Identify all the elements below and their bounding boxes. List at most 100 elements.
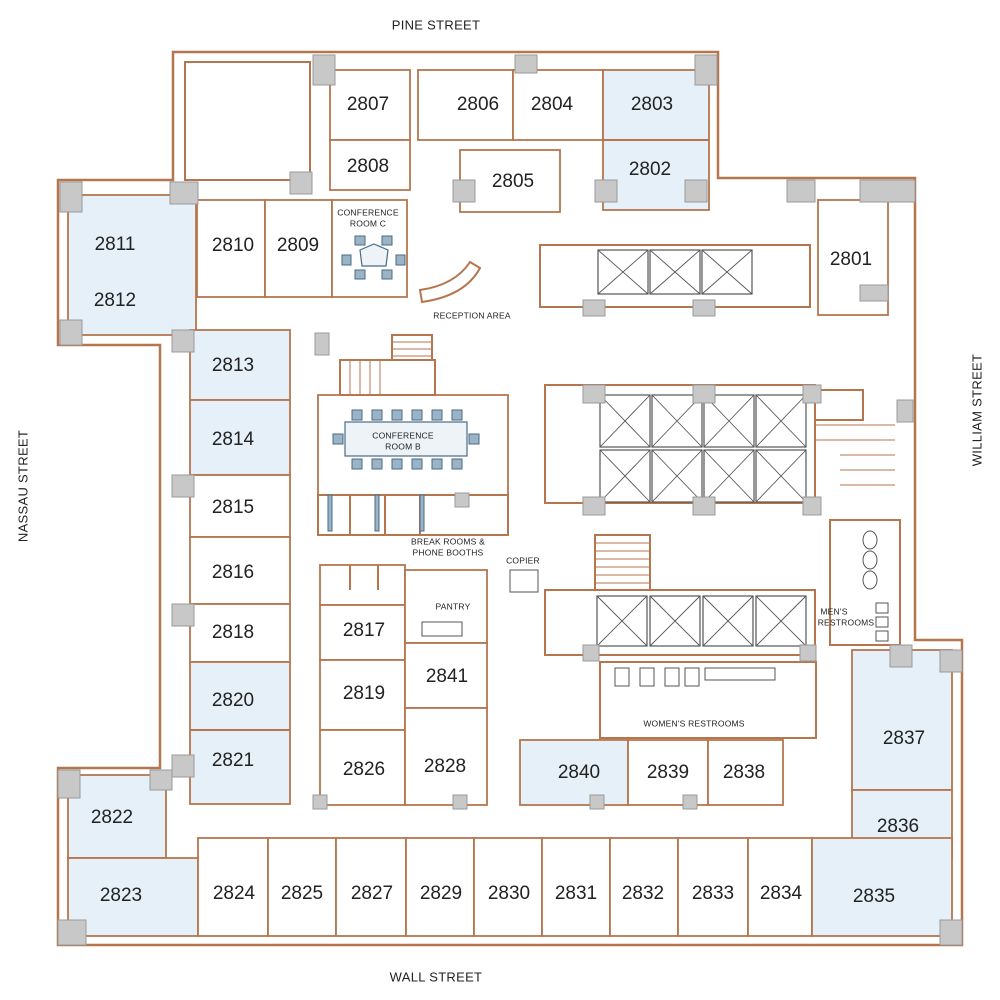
room-2823-shape [67, 857, 199, 937]
copier-machine [509, 569, 539, 593]
room-2822-label[interactable]: 2822 [91, 807, 133, 828]
break-rooms-label-line1: BREAK ROOMS & [411, 536, 485, 546]
room-2830-label[interactable]: 2830 [488, 883, 530, 904]
conference-b-label-line1: CONFERENCE [372, 430, 434, 440]
room-2840-label[interactable]: 2840 [558, 762, 600, 783]
room-2829-label[interactable]: 2829 [420, 883, 462, 904]
elevator-bank-north [539, 244, 811, 308]
room-2828-label[interactable]: 2828 [424, 756, 466, 777]
womens-fixtures [614, 667, 776, 687]
room-2826-label[interactable]: 2826 [343, 759, 385, 780]
room-2814-label[interactable]: 2814 [212, 429, 255, 450]
womens-restrooms-label: WOMEN'S RESTROOMS [643, 718, 744, 728]
room-2835-shape [811, 837, 953, 937]
pantry-label: PANTRY [436, 601, 471, 611]
room-2841-label[interactable]: 2841 [426, 666, 468, 687]
room-2805-label[interactable]: 2805 [492, 171, 534, 192]
room-2832-shape [609, 837, 679, 937]
womens-restroom-shape [599, 661, 817, 739]
room-2836-label[interactable]: 2836 [877, 816, 919, 837]
room-2811-2812-shape [67, 194, 197, 336]
street-west-label: NASSAU STREET [15, 430, 30, 542]
room-2821-label[interactable]: 2821 [212, 750, 254, 771]
conference-c-label-line2: ROOM C [350, 218, 386, 228]
room-2810-label[interactable]: 2810 [212, 235, 254, 256]
room-2837-label[interactable]: 2837 [883, 728, 925, 749]
room-2805-shape [459, 149, 561, 213]
room-2806-shape [417, 69, 514, 141]
room-2833-shape [677, 837, 749, 937]
elevator-shafts-central [599, 394, 807, 503]
room-2813-label[interactable]: 2813 [212, 355, 254, 376]
elevator-bank-south [544, 589, 816, 656]
room-2835-label[interactable]: 2835 [853, 886, 895, 907]
room-2803-label[interactable]: 2803 [631, 94, 673, 115]
mens-restrooms-label-line2: RESTROOMS [818, 617, 875, 627]
room-2802-label[interactable]: 2802 [629, 159, 671, 180]
room-2831-shape [541, 837, 611, 937]
stairwell-reception [339, 334, 436, 396]
room-2825-shape [267, 837, 337, 937]
stairwell-east [814, 389, 895, 486]
room-2804-shape [512, 69, 604, 141]
room-2841-shape [404, 642, 488, 709]
room-2808-shape [329, 139, 411, 191]
reception-area-label: RECEPTION AREA [433, 310, 511, 320]
room-2837-shape [851, 649, 953, 791]
room-2815-label[interactable]: 2815 [212, 497, 254, 518]
room-2808-label[interactable]: 2808 [347, 156, 389, 177]
room-2816-shape [189, 536, 291, 605]
room-2807-shape [329, 69, 411, 141]
room-2819-label[interactable]: 2819 [343, 683, 385, 704]
room-2833-label[interactable]: 2833 [692, 883, 734, 904]
room-2801-label[interactable]: 2801 [830, 249, 872, 270]
phone-booths [317, 494, 509, 536]
room-2838-label[interactable]: 2838 [723, 762, 765, 783]
copier-label: COPIER [506, 555, 540, 565]
reception-desk [418, 260, 482, 304]
room-2818-shape [189, 603, 291, 663]
conference-c-table [341, 235, 406, 280]
room-2831-label[interactable]: 2831 [555, 883, 597, 904]
mens-restroom-shape [829, 519, 901, 646]
room-2811-label[interactable]: 2811 [95, 234, 136, 255]
elevator-shafts-south [596, 595, 807, 647]
break-rooms-label-line2: PHONE BOOTHS [413, 547, 484, 557]
room-2814-shape [189, 399, 291, 476]
room-2832-label[interactable]: 2832 [622, 883, 664, 904]
structural-columns [57, 54, 963, 946]
room-2807-label[interactable]: 2807 [347, 94, 389, 115]
conference-c-label-line1: CONFERENCE [337, 207, 399, 217]
room-2827-label[interactable]: 2827 [351, 883, 393, 904]
room-2818-label[interactable]: 2818 [212, 622, 254, 643]
room-2824-label[interactable]: 2824 [213, 883, 256, 904]
room-2817-shape [319, 604, 406, 661]
street-east-label: WILLIAM STREET [969, 354, 984, 467]
room-2806-label[interactable]: 2806 [457, 94, 499, 115]
room-2812-label[interactable]: 2812 [94, 290, 136, 311]
room-2820-2821-shape [189, 661, 291, 805]
room-2804-label[interactable]: 2804 [531, 94, 574, 115]
room-2820-label[interactable]: 2820 [212, 690, 254, 711]
break-room-cubbies [319, 564, 406, 606]
room-2810-shape [196, 199, 266, 298]
open-area-northwest [184, 61, 311, 181]
conference-b-table [332, 409, 480, 470]
room-2834-shape [747, 837, 813, 937]
room-2816-label[interactable]: 2816 [212, 562, 254, 583]
room-2839-label[interactable]: 2839 [647, 762, 689, 783]
room-2823-label[interactable]: 2823 [100, 885, 142, 906]
mens-restrooms-label-line1: MEN'S [820, 606, 847, 616]
room-2817-label[interactable]: 2817 [343, 620, 385, 641]
room-2829-shape [405, 837, 475, 937]
elevator-bank-central [544, 384, 816, 504]
room-2813-shape [189, 329, 291, 401]
room-2815-shape [189, 474, 291, 538]
room-2825-label[interactable]: 2825 [281, 883, 323, 904]
room-2834-label[interactable]: 2834 [760, 883, 803, 904]
room-2826-shape [319, 729, 406, 806]
pantry-counter [421, 621, 463, 637]
room-2838-shape [707, 739, 784, 806]
room-2809-label[interactable]: 2809 [277, 235, 319, 256]
